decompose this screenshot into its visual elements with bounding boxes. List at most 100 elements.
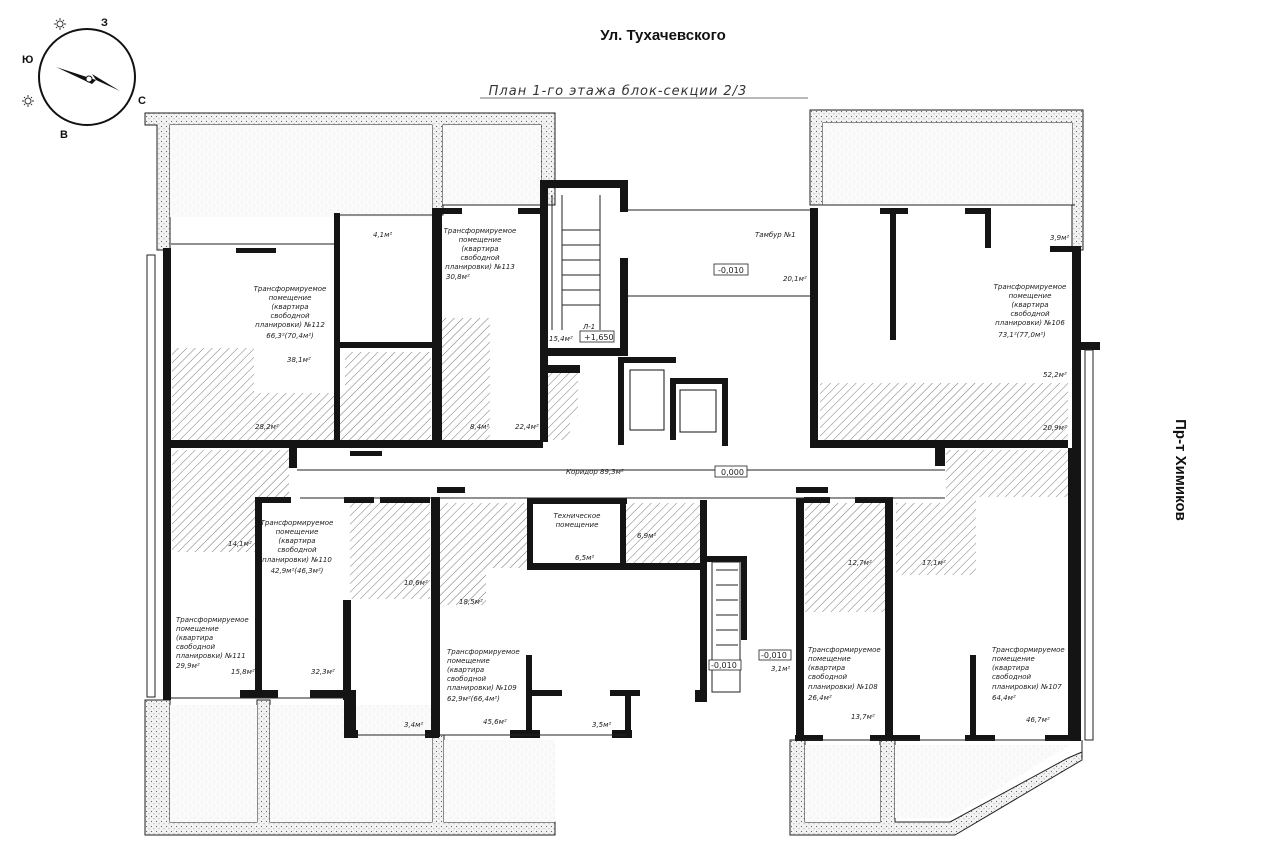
svg-text:3,1м²: 3,1м² bbox=[771, 665, 790, 673]
svg-text:42,9м²(46,3м²): 42,9м²(46,3м²) bbox=[271, 567, 324, 575]
svg-text:планировки) №108: планировки) №108 bbox=[808, 683, 878, 691]
svg-text:3,4м²: 3,4м² bbox=[404, 721, 423, 729]
svg-text:свободной: свободной bbox=[270, 312, 310, 320]
svg-text:Трансформируемое: Трансформируемое bbox=[261, 519, 334, 527]
svg-text:73,1²(77,0м²): 73,1²(77,0м²) bbox=[998, 331, 1046, 339]
svg-text:(квартира: (квартира bbox=[992, 664, 1029, 672]
svg-text:+1,650: +1,650 bbox=[584, 333, 614, 342]
svg-text:4,1м²: 4,1м² bbox=[373, 231, 392, 239]
terraces bbox=[144, 109, 1084, 836]
room-112: Трансформируемое помещение (квартира сво… bbox=[254, 285, 327, 340]
svg-text:свободной: свободной bbox=[447, 675, 487, 683]
svg-text:планировки) №112: планировки) №112 bbox=[255, 321, 325, 329]
svg-text:Трансформируемое: Трансформируемое bbox=[994, 283, 1067, 291]
room-108: Трансформируемое помещение (квартира сво… bbox=[808, 646, 881, 702]
svg-text:20,9м²: 20,9м² bbox=[1043, 424, 1067, 432]
svg-text:планировки) №106: планировки) №106 bbox=[995, 319, 1065, 327]
svg-text:Техническое: Техническое bbox=[554, 512, 601, 520]
svg-text:Коридор 89,3м²: Коридор 89,3м² bbox=[566, 468, 624, 476]
svg-text:(квартира: (квартира bbox=[461, 245, 498, 253]
svg-text:свободной: свободной bbox=[460, 254, 500, 262]
svg-text:Трансформируемое: Трансформируемое bbox=[808, 646, 881, 654]
room-110: Трансформируемое помещение (квартира сво… bbox=[261, 519, 334, 575]
area-labels: 4,1м² 38,1м² 28,2м² 8,4м² 22,4м² 15,4м² … bbox=[228, 231, 1069, 729]
svg-text:13,7м²: 13,7м² bbox=[851, 713, 875, 721]
svg-text:46,7м²: 46,7м² bbox=[1026, 716, 1050, 724]
svg-text:(квартира: (квартира bbox=[176, 634, 213, 642]
svg-text:Тамбур №1: Тамбур №1 bbox=[755, 231, 796, 239]
svg-text:15,4м²: 15,4м² bbox=[549, 335, 573, 343]
svg-text:(квартира: (квартира bbox=[278, 537, 315, 545]
level-marks: -0,010 +1,650 0,000 -0,010 -0,010 bbox=[579, 263, 792, 671]
svg-text:14,1м²: 14,1м² bbox=[228, 540, 252, 548]
svg-text:свободной: свободной bbox=[808, 673, 848, 681]
svg-text:Трансформируемое: Трансформируемое bbox=[992, 646, 1065, 654]
svg-text:-0,010: -0,010 bbox=[718, 266, 744, 275]
svg-text:8,4м²: 8,4м² bbox=[470, 423, 489, 431]
svg-text:18,5м²: 18,5м² bbox=[459, 598, 483, 606]
svg-text:свободной: свободной bbox=[992, 673, 1032, 681]
svg-text:32,3м²: 32,3м² bbox=[311, 668, 335, 676]
svg-text:планировки) №113: планировки) №113 bbox=[445, 263, 515, 271]
svg-text:45,6м²: 45,6м² bbox=[483, 718, 507, 726]
compass-letter-w: Ю bbox=[22, 54, 33, 66]
svg-text:Трансформируемое: Трансформируемое bbox=[447, 648, 520, 656]
svg-text:3,5м²: 3,5м² bbox=[592, 721, 611, 729]
svg-text:помещение: помещение bbox=[1009, 292, 1052, 300]
svg-text:6,5м²: 6,5м² bbox=[575, 554, 594, 562]
compass-letter-s: В bbox=[60, 129, 68, 141]
room-111: Трансформируемое помещение (квартира сво… bbox=[176, 616, 249, 670]
hatched-zones bbox=[172, 318, 1068, 612]
street-top: Ул. Тухачевского bbox=[600, 27, 726, 44]
misc-labels: Тамбур №1 Коридор 89,3м² Техническое пом… bbox=[554, 231, 796, 529]
svg-text:6,9м²: 6,9м² bbox=[637, 532, 656, 540]
street-right: Пр-т Химиков bbox=[1172, 419, 1189, 521]
svg-text:помещение: помещение bbox=[556, 521, 599, 529]
svg-text:12,7м²: 12,7м² bbox=[848, 559, 872, 567]
svg-text:-0,010: -0,010 bbox=[761, 651, 787, 660]
walls bbox=[163, 180, 1100, 741]
svg-text:66,3²(70,4м²): 66,3²(70,4м²) bbox=[266, 332, 314, 340]
svg-text:помещение: помещение bbox=[447, 657, 490, 665]
svg-text:свободной: свободной bbox=[277, 546, 317, 554]
room-109: Трансформируемое помещение (квартира сво… bbox=[447, 648, 520, 703]
svg-text:0,000: 0,000 bbox=[721, 468, 744, 477]
svg-text:Трансформируемое: Трансформируемое bbox=[254, 285, 327, 293]
svg-text:29,9м²: 29,9м² bbox=[176, 662, 200, 670]
svg-text:62,9м²(66,4м²): 62,9м²(66,4м²) bbox=[447, 695, 500, 703]
svg-text:планировки) №110: планировки) №110 bbox=[262, 556, 332, 564]
svg-text:(квартира: (квартира bbox=[1011, 301, 1048, 309]
svg-text:17,1м²: 17,1м² bbox=[922, 559, 946, 567]
svg-text:20,1м²: 20,1м² bbox=[783, 275, 807, 283]
svg-text:свободной: свободной bbox=[1010, 310, 1050, 318]
room-106: Трансформируемое помещение (квартира сво… bbox=[994, 283, 1067, 339]
svg-text:помещение: помещение bbox=[808, 655, 851, 663]
svg-text:38,1м²: 38,1м² bbox=[287, 356, 311, 364]
sun-icon bbox=[22, 95, 34, 107]
svg-text:помещение: помещение bbox=[176, 625, 219, 633]
plan-title: План 1-го этажа блок-секции 2/3 bbox=[489, 84, 748, 99]
svg-text:(квартира: (квартира bbox=[808, 664, 845, 672]
svg-text:Трансформируемое: Трансформируемое bbox=[176, 616, 249, 624]
svg-text:помещение: помещение bbox=[459, 236, 502, 244]
svg-text:3,9м²: 3,9м² bbox=[1050, 234, 1069, 242]
svg-text:Л-1: Л-1 bbox=[582, 323, 595, 331]
svg-text:помещение: помещение bbox=[992, 655, 1035, 663]
svg-text:52,2м²: 52,2м² bbox=[1043, 371, 1067, 379]
svg-text:(квартира: (квартира bbox=[271, 303, 308, 311]
svg-text:26,4м²: 26,4м² bbox=[808, 694, 832, 702]
svg-text:свободной: свободной bbox=[176, 643, 216, 651]
svg-text:планировки) №111: планировки) №111 bbox=[176, 652, 246, 660]
svg-text:помещение: помещение bbox=[276, 528, 319, 536]
svg-text:64,4м²: 64,4м² bbox=[992, 694, 1016, 702]
svg-text:планировки) №109: планировки) №109 bbox=[447, 684, 517, 692]
svg-text:15,8м²: 15,8м² bbox=[231, 668, 255, 676]
thin-lines bbox=[146, 195, 1094, 741]
svg-text:30,8м²: 30,8м² bbox=[446, 273, 470, 281]
room-107: Трансформируемое помещение (квартира сво… bbox=[992, 646, 1065, 702]
sun-icon bbox=[54, 18, 66, 30]
compass-letter-n: З bbox=[101, 17, 108, 29]
svg-text:-0,010: -0,010 bbox=[711, 661, 737, 670]
room-labels: Трансформируемое помещение (квартира сво… bbox=[176, 227, 1066, 703]
